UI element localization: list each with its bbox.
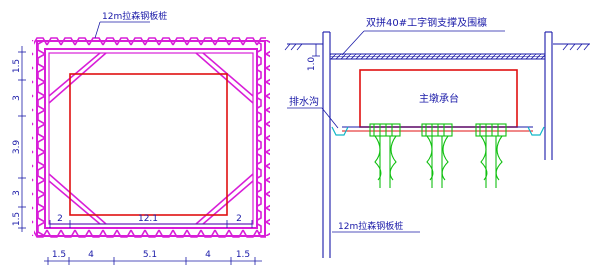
- bdim-2: 4: [88, 250, 94, 260]
- vdim-2: 3: [12, 95, 22, 101]
- pier-cap-label: 主墩承台: [419, 92, 459, 105]
- bottom-dimension: [44, 257, 262, 265]
- drain-label: 排水沟: [289, 95, 319, 108]
- inner-right-gap: 2: [236, 214, 242, 224]
- vdim-3: 3.9: [12, 140, 22, 155]
- pile-2: [421, 123, 453, 188]
- sheet-pile-label-plan: 12m拉森钢板桩: [102, 10, 167, 22]
- inner-left-gap: 2: [57, 214, 63, 224]
- pile-1: [369, 123, 401, 188]
- vertical-dimension: [18, 46, 26, 232]
- bdim-4: 4: [205, 250, 211, 260]
- section-view: 双拼40#工字钢支撑及围檩 1.0 主墩承台 排水沟: [284, 16, 590, 258]
- pier-cap-plan: [69, 73, 228, 216]
- vdim-4: 3: [12, 190, 22, 196]
- inner-waler-line: [48, 52, 254, 225]
- section-sheet-piles: [322, 31, 553, 258]
- bdim-5: 1.5: [236, 250, 250, 260]
- bdim-1: 1.5: [52, 250, 66, 260]
- left-drain: [331, 126, 349, 136]
- corner-braces: [48, 52, 254, 225]
- inner-width: 12.1: [138, 214, 158, 224]
- sheet-pile-label-section: 12m拉森钢板桩: [338, 220, 403, 232]
- vdim-1: 1.5: [12, 59, 22, 73]
- bracing-label: 双拼40#工字钢支撑及围檩: [366, 16, 487, 29]
- pile-group: [369, 123, 507, 188]
- outer-waler: [36, 40, 266, 237]
- plan-view: 12m拉森钢板桩 1.5 3 3.9 3 1.5 2 12.1 2: [12, 10, 270, 265]
- vdim-5: 1.5: [12, 212, 22, 226]
- pile-3: [475, 123, 507, 188]
- bdim-3: 5.1: [143, 250, 157, 260]
- inner-dimension: [49, 220, 253, 228]
- depth-dim: 1.0: [307, 57, 317, 72]
- right-drain: [527, 126, 545, 136]
- inner-waler: [44, 48, 258, 229]
